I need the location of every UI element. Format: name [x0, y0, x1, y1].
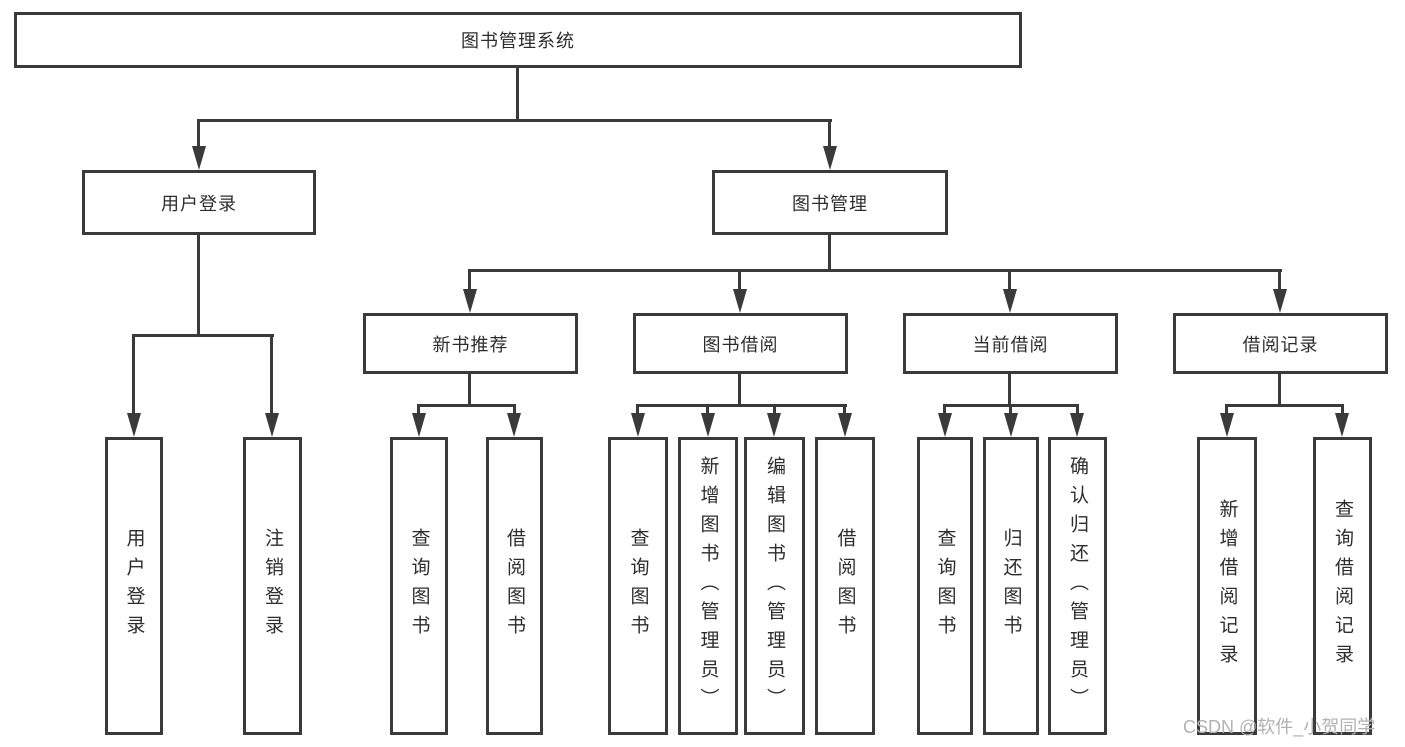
connector-user-login-split [133, 334, 274, 337]
connector-root-split [198, 119, 832, 122]
arrowhead-borrow [733, 289, 747, 313]
connector-book-borrow-split [636, 404, 847, 407]
leaf-current-return-label: 归还图书 [1000, 528, 1022, 644]
leaf-current-query: 查询图书 [917, 437, 973, 735]
connector-to-records [1278, 269, 1281, 293]
leaf-user-login-label: 用户登录 [123, 528, 145, 644]
connector-to-borrow [738, 269, 741, 293]
connector-leaf-stem [1076, 404, 1079, 416]
arrowhead-leaf [1070, 413, 1084, 437]
connector-leaf-stem [636, 404, 639, 416]
connector-leaf-stem [1225, 404, 1228, 416]
node-new-books: 新书推荐 [363, 313, 578, 374]
leaf-borrow-query-label: 查询图书 [627, 528, 649, 644]
leaf-records-query-label: 查询借阅记录 [1332, 499, 1353, 673]
connector-book-mgmt-split [468, 269, 1282, 272]
arrowhead-leaf [1220, 413, 1234, 437]
connector-leaf-stem [843, 404, 846, 416]
connector-leaf-stem [706, 404, 709, 416]
leaf-logout: 注销登录 [243, 437, 302, 735]
leaf-borrow-borrow: 借阅图书 [815, 437, 875, 735]
leaf-current-return: 归还图书 [983, 437, 1039, 735]
connector-root-stem [516, 68, 519, 120]
connector-to-book-mgmt [828, 119, 831, 149]
leaf-borrow-edit-label: 编辑图书（管理员） [764, 455, 785, 717]
leaf-borrow-add-label: 新增图书（管理员） [697, 455, 719, 717]
connector-to-logout-leaf [270, 334, 273, 416]
arrowhead-current [1003, 289, 1017, 313]
node-user-login-label: 用户登录 [161, 193, 237, 214]
connector-new-books-split [417, 404, 516, 407]
connector-book-borrow-stem [738, 374, 741, 406]
node-new-books-label: 新书推荐 [432, 334, 509, 355]
arrowhead-leaf [412, 413, 426, 437]
node-book-borrow: 图书借阅 [633, 313, 848, 374]
leaf-current-confirm: 确认归还（管理员） [1048, 437, 1107, 735]
connector-to-new-books [468, 269, 471, 293]
connector-leaf-stem [943, 404, 946, 416]
leaf-newbooks-query: 查询图书 [390, 437, 448, 735]
leaf-newbooks-query-label: 查询图书 [408, 528, 430, 644]
leaf-borrow-add: 新增图书（管理员） [678, 437, 738, 735]
node-borrow-records: 借阅记录 [1173, 313, 1388, 374]
node-user-login: 用户登录 [82, 170, 316, 235]
leaf-records-query: 查询借阅记录 [1313, 437, 1372, 735]
arrowhead-leaf [767, 413, 781, 437]
arrowhead-book-mgmt [823, 146, 837, 170]
node-borrow-records-label: 借阅记录 [1242, 334, 1319, 355]
leaf-user-login: 用户登录 [105, 437, 163, 735]
arrowhead-login-leaf [127, 413, 141, 437]
node-root: 图书管理系统 [14, 12, 1022, 68]
arrowhead-leaf [1335, 413, 1349, 437]
leaf-current-query-label: 查询图书 [934, 528, 956, 644]
csdn-watermark: CSDN @软件_小贺同学 [1183, 717, 1376, 737]
node-current-borrow-label: 当前借阅 [972, 334, 1049, 355]
connector-leaf-stem [1341, 404, 1344, 416]
connector-to-current [1008, 269, 1011, 293]
connector-current-stem [1008, 374, 1011, 406]
leaf-newbooks-borrow-label: 借阅图书 [504, 528, 525, 644]
connector-leaf-stem [513, 404, 516, 416]
node-book-mgmt-label: 图书管理 [792, 193, 868, 214]
arrowhead-leaf [507, 413, 521, 437]
connector-leaf-stem [1009, 404, 1012, 416]
connector-book-mgmt-stem [828, 235, 831, 271]
connector-leaf-stem [417, 404, 420, 416]
node-current-borrow: 当前借阅 [903, 313, 1118, 374]
connector-records-stem [1278, 374, 1281, 406]
connector-leaf-stem [773, 404, 776, 416]
arrowhead-user-login [192, 146, 206, 170]
arrowhead-leaf [838, 413, 852, 437]
leaf-records-add-label: 新增借阅记录 [1216, 499, 1238, 673]
arrowhead-leaf [1004, 413, 1018, 437]
node-root-label: 图书管理系统 [461, 31, 575, 51]
leaf-borrow-query: 查询图书 [608, 437, 668, 735]
connector-new-books-stem [468, 374, 471, 406]
leaf-borrow-borrow-label: 借阅图书 [834, 528, 856, 644]
arrowhead-records [1273, 289, 1287, 313]
connector-records-split [1225, 404, 1344, 407]
connector-to-login-leaf [132, 334, 135, 416]
connector-to-user-login [197, 119, 200, 149]
leaf-records-add: 新增借阅记录 [1197, 437, 1257, 735]
arrowhead-leaf [701, 413, 715, 437]
leaf-current-confirm-label: 确认归还（管理员） [1067, 455, 1088, 717]
leaf-newbooks-borrow: 借阅图书 [486, 437, 543, 735]
node-book-mgmt: 图书管理 [712, 170, 948, 235]
arrowhead-leaf [631, 413, 645, 437]
arrowhead-logout-leaf [265, 413, 279, 437]
connector-user-login-stem [197, 235, 200, 336]
leaf-logout-label: 注销登录 [262, 528, 283, 644]
arrowhead-leaf [938, 413, 952, 437]
arrowhead-new-books [463, 289, 477, 313]
leaf-borrow-edit: 编辑图书（管理员） [744, 437, 805, 735]
node-book-borrow-label: 图书借阅 [702, 334, 779, 355]
